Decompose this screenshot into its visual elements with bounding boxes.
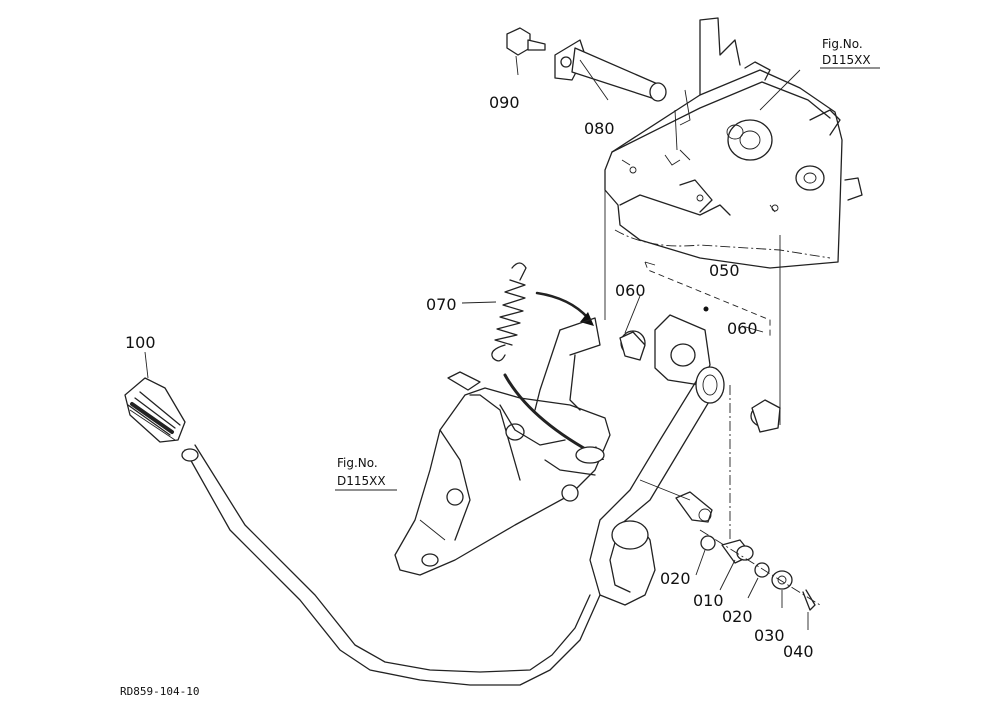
part-label-090: 090 bbox=[489, 93, 520, 112]
part-label-010: 010 bbox=[693, 591, 724, 610]
spring-070 bbox=[491, 262, 527, 362]
fig-ref-left-line1: Fig.No. bbox=[337, 456, 378, 470]
part-label-050: 050 bbox=[709, 261, 740, 280]
mount-bracket bbox=[394, 317, 611, 576]
leader-lines bbox=[144, 55, 809, 630]
part-label-080: 080 bbox=[584, 119, 615, 138]
part-label-070: 070 bbox=[426, 295, 457, 314]
upper-bracket bbox=[604, 17, 863, 269]
part-label-060-a: 060 bbox=[615, 281, 646, 300]
small-parts bbox=[699, 529, 821, 611]
fig-ref-top-line1: Fig.No. bbox=[822, 37, 863, 51]
bolt-090 bbox=[506, 27, 546, 56]
fig-ref-top-line2: D115XX bbox=[822, 53, 871, 67]
part-label-100: 100 bbox=[125, 333, 156, 352]
part-label-030: 030 bbox=[754, 626, 785, 645]
pedal-rod bbox=[181, 444, 601, 686]
pin-080 bbox=[554, 39, 667, 102]
part-label-020-a: 020 bbox=[660, 569, 691, 588]
fig-ref-left-line2: D115XX bbox=[337, 474, 386, 488]
part-label-020-b: 020 bbox=[722, 607, 753, 626]
pedal-pad-100 bbox=[124, 377, 186, 443]
bracket-050 bbox=[619, 261, 781, 433]
part-label-040: 040 bbox=[783, 642, 814, 661]
part-label-060-b: 060 bbox=[727, 319, 758, 338]
drawing-code: RD859-104-10 bbox=[120, 685, 199, 698]
